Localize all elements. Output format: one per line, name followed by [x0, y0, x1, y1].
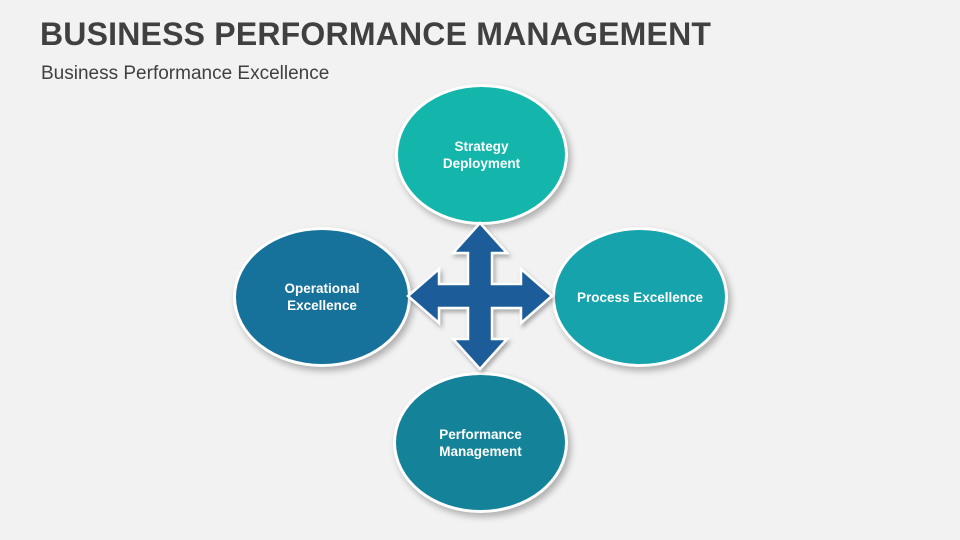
node-label: Strategy Deployment: [442, 138, 521, 171]
node-label: Operational Excellence: [284, 281, 360, 313]
node-label: Process Excellence: [576, 289, 704, 305]
four-way-arrow-icon: [406, 221, 554, 371]
slide-subtitle: Business Performance Excellence: [41, 63, 330, 84]
node-label: Performance Management: [439, 426, 522, 459]
node-performance-management: Performance Management: [393, 372, 568, 513]
slide-title: BUSINESS PERFORMANCE MANAGEMENT: [40, 16, 712, 52]
node-operational-excellence: Operational Excellence: [233, 227, 411, 367]
node-process-excellence: Process Excellence: [552, 227, 728, 367]
node-strategy-deployment: Strategy Deployment: [395, 84, 568, 225]
